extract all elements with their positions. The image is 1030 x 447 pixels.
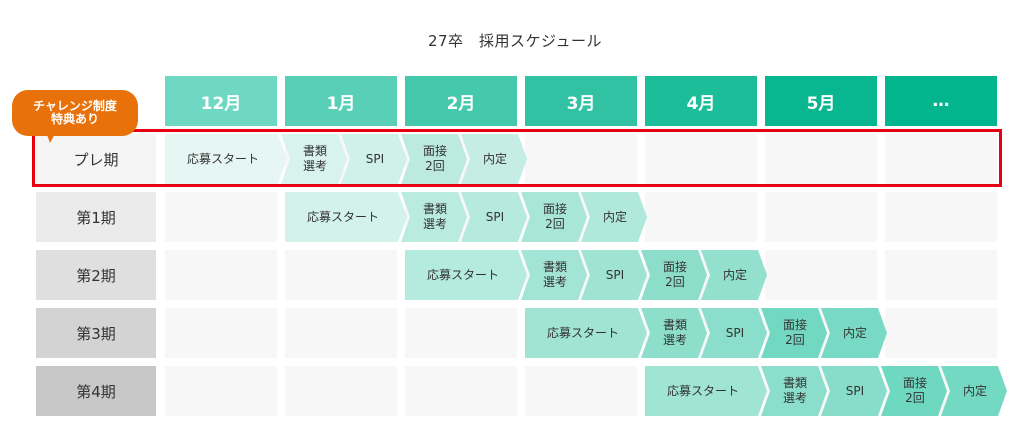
schedule-step: 面接 2回 — [521, 192, 587, 242]
empty-cell — [405, 308, 517, 358]
period-label: プレ期 — [36, 134, 156, 184]
empty-cell — [645, 192, 757, 242]
schedule-step: 応募スタート — [285, 192, 407, 242]
schedule-step: 面接 2回 — [761, 308, 827, 358]
badge-tail — [46, 132, 56, 143]
empty-cell — [885, 134, 997, 184]
month-header: 3月 — [525, 76, 637, 126]
schedule-step: 書類 選考 — [281, 134, 347, 184]
schedule-step: 書類 選考 — [761, 366, 827, 416]
challenge-badge: チャレンジ制度 特典あり — [12, 90, 138, 136]
empty-cell — [765, 134, 877, 184]
period-label: 第3期 — [36, 308, 156, 358]
schedule-step: SPI — [821, 366, 887, 416]
empty-cell — [765, 192, 877, 242]
period-label: 第2期 — [36, 250, 156, 300]
empty-cell — [165, 308, 277, 358]
schedule-step: 応募スタート — [165, 134, 287, 184]
schedule-step: 内定 — [701, 250, 767, 300]
empty-cell — [885, 308, 997, 358]
period-label: 第4期 — [36, 366, 156, 416]
empty-cell — [525, 366, 637, 416]
empty-cell — [285, 308, 397, 358]
schedule-step: SPI — [581, 250, 647, 300]
empty-cell — [285, 250, 397, 300]
schedule-step: 内定 — [941, 366, 1007, 416]
empty-cell — [885, 250, 997, 300]
schedule-step: 面接 2回 — [401, 134, 467, 184]
month-header: 12月 — [165, 76, 277, 126]
schedule-step: 書類 選考 — [641, 308, 707, 358]
empty-cell — [765, 250, 877, 300]
empty-cell — [285, 366, 397, 416]
schedule-step: 応募スタート — [525, 308, 647, 358]
empty-cell — [165, 192, 277, 242]
empty-cell — [405, 366, 517, 416]
schedule-step: SPI — [701, 308, 767, 358]
empty-cell — [165, 250, 277, 300]
empty-cell — [525, 134, 637, 184]
badge-line1: チャレンジ制度 — [33, 98, 117, 113]
schedule-step: 応募スタート — [405, 250, 527, 300]
month-header: 1月 — [285, 76, 397, 126]
period-label: 第1期 — [36, 192, 156, 242]
page-title: 27卒 採用スケジュール — [427, 32, 603, 50]
empty-cell — [645, 134, 757, 184]
schedule-step: 面接 2回 — [881, 366, 947, 416]
schedule-step: 内定 — [461, 134, 527, 184]
schedule-step: SPI — [461, 192, 527, 242]
schedule-step: SPI — [341, 134, 407, 184]
schedule-step: 書類 選考 — [521, 250, 587, 300]
month-header: 5月 — [765, 76, 877, 126]
schedule-step: 面接 2回 — [641, 250, 707, 300]
badge-line2: 特典あり — [50, 112, 99, 126]
schedule-step: 内定 — [581, 192, 647, 242]
schedule-step: 内定 — [821, 308, 887, 358]
empty-cell — [165, 366, 277, 416]
schedule-step: 書類 選考 — [401, 192, 467, 242]
schedule-step: 応募スタート — [645, 366, 767, 416]
month-header: … — [885, 76, 997, 126]
month-header: 2月 — [405, 76, 517, 126]
month-header: 4月 — [645, 76, 757, 126]
empty-cell — [885, 192, 997, 242]
